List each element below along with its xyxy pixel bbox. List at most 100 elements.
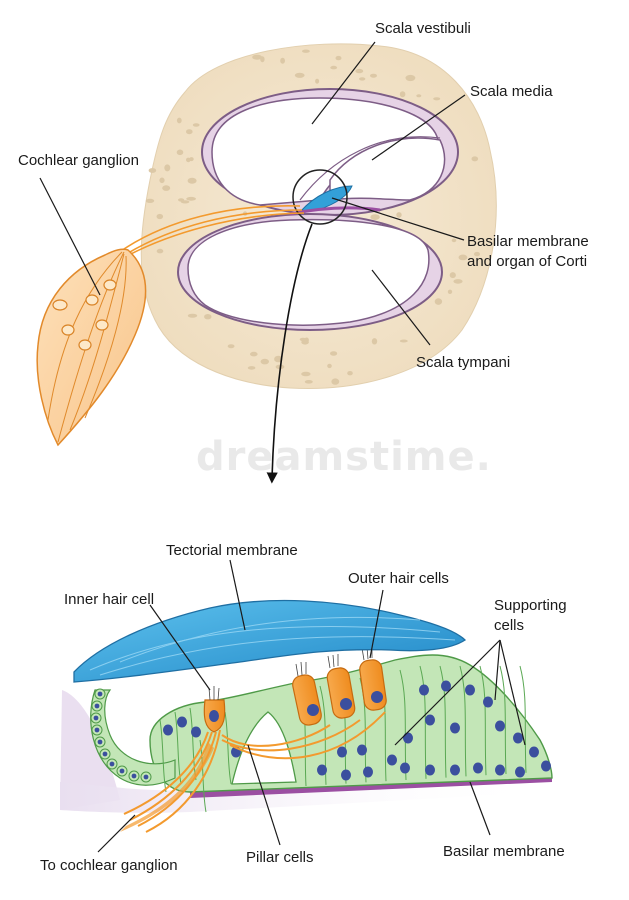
nucleus [450, 764, 460, 776]
bone-speckle [186, 157, 191, 163]
nucleus [363, 766, 373, 778]
bone-speckle [162, 185, 171, 191]
label-basilar-membrane-bottom: Basilar membrane [443, 843, 565, 860]
ganglion-cell-bodies [52, 279, 117, 351]
label-supporting-cells-1: Supporting [494, 597, 567, 614]
bone-speckle [416, 94, 422, 98]
cell-border [479, 665, 487, 776]
nerve-fibers [115, 205, 305, 263]
bone-speckle [187, 313, 198, 318]
leader-supporting-3 [494, 639, 501, 701]
leader-supporting-1 [394, 639, 501, 746]
leader-basilar-bottom [469, 781, 491, 836]
spiral-limbus-shadow [60, 690, 120, 810]
nucleus [163, 724, 173, 736]
nucleus [341, 769, 351, 781]
ganglion-fibers [47, 251, 127, 443]
bone-speckle [370, 214, 380, 221]
bone-speckle [176, 149, 184, 156]
cell-border [499, 665, 507, 775]
bone-speckle [301, 371, 311, 377]
bone-speckle [451, 238, 457, 243]
cochlear-ganglion [36, 248, 147, 447]
cell-border [159, 719, 167, 793]
nucleus [337, 746, 347, 758]
label-supporting-cells-2: cells [494, 617, 524, 634]
nucleus [473, 762, 483, 774]
bone-speckle [399, 339, 408, 343]
nerve-fibers-lower [123, 711, 386, 833]
bone-speckle [187, 177, 197, 184]
cell-border [174, 711, 182, 785]
magnifier-circle [292, 169, 348, 225]
bone-speckle [304, 380, 313, 384]
leader-scala-tympani [371, 269, 431, 346]
bone-speckle [250, 351, 258, 357]
nucleus [495, 720, 505, 732]
organ-of-corti: Tectorial membrane Outer hair cells Inne… [40, 542, 567, 874]
cell-border [519, 665, 527, 773]
nucleus [529, 746, 539, 758]
label-scala-tympani: Scala tympani [416, 354, 510, 371]
bone-speckle [453, 279, 463, 284]
sulcus-nucleus [97, 739, 103, 745]
bone-speckle [474, 251, 480, 257]
bone-speckle [359, 77, 366, 81]
sulcus-nucleus [119, 768, 125, 774]
label-pillar-cells: Pillar cells [246, 849, 314, 866]
bone-speckle [449, 272, 456, 279]
bone-speckle [260, 358, 269, 365]
leader-pillar [247, 744, 281, 846]
bone-speckle [405, 74, 416, 82]
tectorial-membrane [73, 599, 467, 683]
scala-media [329, 137, 446, 201]
nucleus [513, 732, 523, 744]
tectorial-fibers [89, 616, 456, 676]
nucleus [541, 760, 551, 772]
bone-speckle [178, 198, 185, 202]
nucleus [400, 762, 410, 774]
sulcus-nucleus [143, 774, 149, 780]
inner-hair-cell [203, 686, 226, 733]
sulcus-nucleus [102, 751, 108, 757]
bone-speckle [355, 68, 364, 74]
nucleus [357, 744, 367, 756]
bone-speckle [204, 314, 212, 320]
zoom-arrow [266, 223, 313, 484]
label-tectorial-membrane: Tectorial membrane [166, 542, 298, 559]
bone-speckle [156, 248, 164, 254]
bone-speckle [335, 55, 342, 61]
bone-speckle [145, 198, 155, 203]
cell-border [459, 665, 467, 777]
bone-speckle [327, 363, 332, 369]
bone-speckle [315, 78, 320, 84]
nucleus [403, 732, 413, 744]
nucleus [450, 722, 460, 734]
outer-hair-cell [359, 646, 387, 711]
nucleus [441, 680, 451, 692]
outer-hair-cell [326, 654, 356, 719]
label-inner-hair-cell: Inner hair cell [64, 591, 154, 608]
sulcus-nucleus [97, 691, 103, 697]
leader-scala-vestibuli [311, 41, 376, 125]
bone-speckle [471, 156, 479, 162]
watermark: dreamstime. [196, 434, 492, 480]
label-scala-vestibuli: Scala vestibuli [375, 20, 471, 37]
nucleus [317, 764, 327, 776]
bone-speckle [304, 337, 309, 343]
outer-hair-cells [292, 646, 387, 726]
nucleus [465, 684, 475, 696]
scala-tympani [187, 218, 430, 326]
reissner-membrane [299, 136, 441, 201]
bone-speckle [247, 366, 256, 370]
bone-speckle [186, 196, 197, 201]
bone-speckle [192, 123, 200, 127]
sulcus-nucleus [93, 715, 99, 721]
sulcus-nucleus [131, 773, 137, 779]
leader-outer-hair [369, 589, 384, 659]
label-basilar-membrane-top-1: Basilar membrane [467, 233, 589, 250]
label-outer-hair-cells: Outer hair cells [348, 570, 449, 587]
bone-speckle [370, 73, 377, 78]
bone-speckle [447, 289, 453, 294]
nucleus [177, 716, 187, 728]
